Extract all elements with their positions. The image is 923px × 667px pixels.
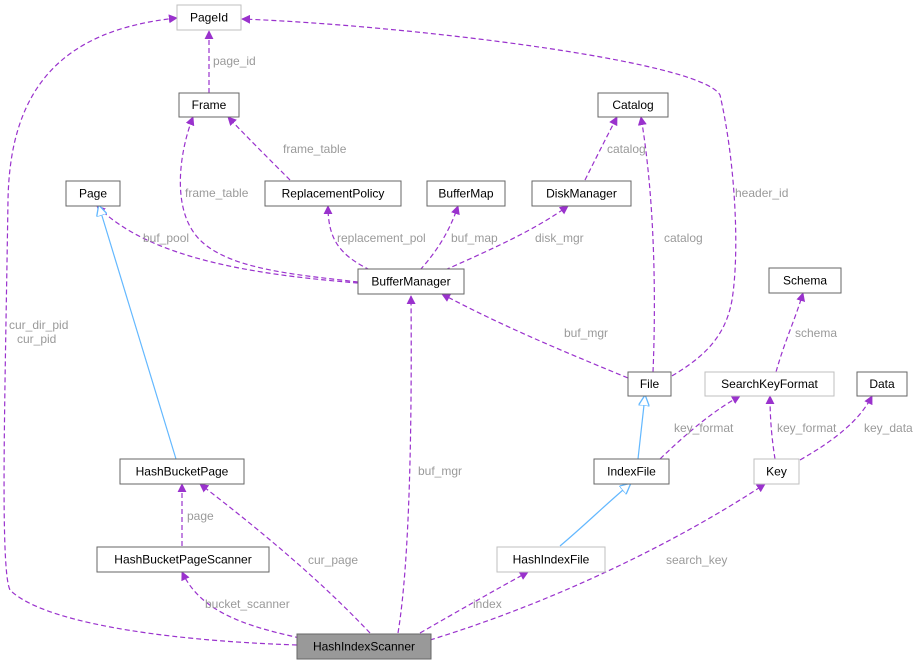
node-replacementpolicy[interactable]: ReplacementPolicy: [264, 180, 402, 207]
svg-text:Catalog: Catalog: [612, 98, 653, 112]
edge-hashindexscanner-hashindexfile: [419, 571, 529, 634]
label-buf-pool: buf_pool: [143, 231, 189, 245]
node-hashbucketpage[interactable]: HashBucketPage: [119, 458, 245, 485]
label-replacement-pol: replacement_pol: [337, 231, 426, 245]
label-cur-page: cur_page: [308, 553, 358, 567]
label-bucket-scanner: bucket_scanner: [205, 597, 290, 611]
svg-text:ReplacementPolicy: ReplacementPolicy: [282, 187, 385, 201]
svg-text:Page: Page: [79, 187, 107, 201]
node-searchkeyformat[interactable]: SearchKeyFormat: [704, 371, 835, 397]
edge-hashindexscanner-key: [429, 483, 766, 641]
edge-hashindexscanner-hashbucketpagescanner: [181, 571, 301, 639]
label-buf-map: buf_map: [451, 231, 498, 245]
svg-text:HashIndexScanner: HashIndexScanner: [313, 640, 415, 654]
edge-buffermanager-replacementpolicy: [323, 205, 371, 271]
label-catalog-2: catalog: [664, 231, 703, 245]
svg-text:Frame: Frame: [192, 98, 227, 112]
edge-hashindexscanner-hashbucketpage: [199, 483, 371, 634]
node-page[interactable]: Page: [65, 180, 121, 207]
svg-text:HashBucketPageScanner: HashBucketPageScanner: [114, 553, 251, 567]
node-buffermap[interactable]: BufferMap: [426, 180, 506, 207]
edge-key-searchkeyformat: [765, 395, 776, 460]
edge-buffermanager-frame: [179, 116, 359, 283]
svg-text:Schema: Schema: [783, 274, 827, 288]
svg-text:Key: Key: [766, 465, 787, 479]
label-page: page: [187, 509, 214, 523]
node-buffermanager[interactable]: BufferManager: [357, 268, 465, 295]
edge-hashbucketpage-page: [99, 206, 177, 460]
node-file[interactable]: File: [627, 371, 672, 397]
node-indexfile[interactable]: IndexFile: [593, 458, 670, 485]
node-hashindexfile[interactable]: HashIndexFile: [496, 546, 606, 573]
label-key-format-1: key_format: [674, 421, 734, 435]
edge-searchkeyformat-schema: [775, 292, 806, 373]
node-pageid[interactable]: PageId: [176, 4, 242, 31]
edge-indexfile-file: [637, 396, 645, 460]
edge-hashindexscanner-pageid: [3, 14, 298, 646]
edge-buffermanager-page: [96, 205, 359, 284]
edge-hashindexfile-indexfile: [559, 484, 630, 547]
label-header-id: header_id: [735, 186, 788, 200]
svg-text:PageId: PageId: [190, 11, 228, 25]
edge-file-buffermanager: [441, 293, 629, 379]
label-frame-table-2: frame_table: [185, 186, 249, 200]
label-disk-mgr: disk_mgr: [535, 231, 584, 245]
svg-text:DiskManager: DiskManager: [546, 187, 617, 201]
edge-buffermanager-diskmanager: [444, 205, 569, 271]
label-buf-mgr-1: buf_mgr: [564, 326, 608, 340]
edge-buffermanager-buffermap: [419, 205, 460, 271]
edge-key-data: [799, 395, 873, 461]
svg-text:SearchKeyFormat: SearchKeyFormat: [721, 377, 818, 391]
node-data[interactable]: Data: [856, 371, 908, 397]
label-key-format-2: key_format: [777, 421, 837, 435]
label-buf-mgr-2: buf_mgr: [418, 464, 462, 478]
svg-text:File: File: [640, 377, 660, 391]
node-schema[interactable]: Schema: [768, 267, 842, 294]
edge-replacementpolicy-frame: [227, 116, 291, 181]
label-schema: schema: [795, 326, 837, 340]
label-cur-dir-pid: cur_dir_pid: [9, 318, 68, 332]
node-key[interactable]: Key: [753, 458, 800, 485]
node-diskmanager[interactable]: DiskManager: [531, 180, 632, 207]
node-frame[interactable]: Frame: [178, 92, 240, 118]
svg-text:BufferMap: BufferMap: [438, 187, 493, 201]
svg-text:HashBucketPage: HashBucketPage: [136, 465, 229, 479]
svg-text:HashIndexFile: HashIndexFile: [513, 553, 590, 567]
node-catalog[interactable]: Catalog: [597, 92, 669, 118]
label-catalog-1: catalog: [607, 142, 646, 156]
edge-hashindexscanner-buffermanager: [397, 295, 416, 634]
svg-text:Data: Data: [869, 377, 895, 391]
node-hashindexscanner[interactable]: HashIndexScanner: [296, 633, 432, 660]
label-search-key: search_key: [666, 553, 727, 567]
edge-indexfile-searchkeyformat: [659, 395, 741, 460]
node-hashbucketpagescanner[interactable]: HashBucketPageScanner: [96, 546, 270, 573]
svg-text:BufferManager: BufferManager: [371, 275, 450, 289]
label-page-id: page_id: [213, 54, 256, 68]
label-cur-pid: cur_pid: [17, 332, 56, 346]
label-index: index: [473, 597, 502, 611]
label-key-data: key_data: [864, 421, 913, 435]
label-frame-table-1: frame_table: [283, 142, 347, 156]
edge-file-catalog: [637, 116, 655, 373]
edge-diskmanager-catalog: [584, 116, 618, 181]
svg-text:IndexFile: IndexFile: [607, 465, 656, 479]
